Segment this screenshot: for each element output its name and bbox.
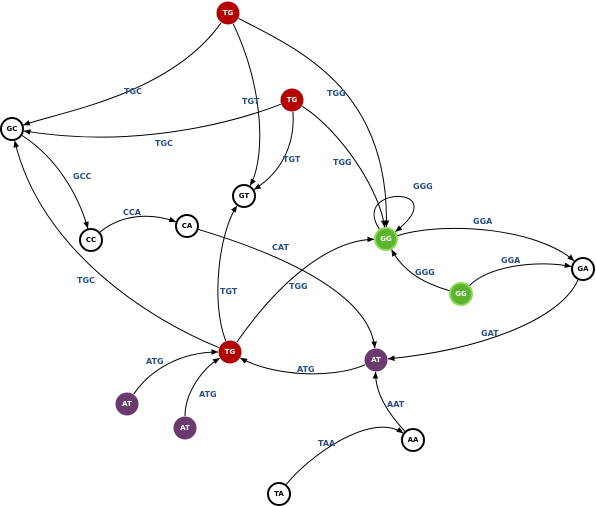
- edge-label-atg: ATG: [297, 365, 315, 374]
- edge-label-tgc: TGC: [124, 87, 142, 96]
- edge-label-gcc: GCC: [73, 172, 91, 181]
- node-ga[interactable]: GA: [571, 257, 595, 281]
- node-label: TA: [274, 490, 284, 498]
- edge-gg-main-to-ga: [397, 227, 575, 262]
- node-label: TG: [287, 96, 298, 104]
- node-ta[interactable]: TA: [267, 482, 291, 506]
- edge-ta-to-aa: [285, 426, 404, 485]
- node-label: TG: [223, 9, 234, 17]
- edge-label-tgg: TGG: [333, 158, 352, 167]
- edge-gg-right-to-gg-main: [391, 249, 450, 292]
- node-circle: [267, 482, 291, 506]
- node-label: AT: [180, 424, 190, 432]
- edge-at-bot-to-tg-low: [184, 357, 221, 417]
- node-circle: [364, 348, 388, 372]
- node-label: AT: [371, 356, 381, 364]
- node-tg-mid[interactable]: TG: [280, 88, 304, 112]
- node-tg-top[interactable]: TG: [216, 1, 240, 25]
- edge-label-atg: ATG: [199, 390, 217, 399]
- node-cc[interactable]: CC: [79, 228, 103, 252]
- node-circle: [374, 227, 398, 251]
- edge-tg-top-to-gg-main: [238, 18, 390, 228]
- edge-tg-mid-to-gg-main: [301, 105, 387, 228]
- node-label: GA: [577, 265, 589, 273]
- edge-label-atg: ATG: [146, 357, 164, 366]
- node-gg-main[interactable]: GG: [374, 227, 398, 251]
- edge-label-tgt: TGT: [283, 155, 301, 164]
- edge-label-gat: GAT: [481, 329, 499, 338]
- edge-label-tgg: TGG: [289, 282, 308, 291]
- node-circle: [115, 392, 139, 416]
- edge-label-tgc: TGC: [77, 276, 95, 285]
- node-ca[interactable]: CA: [175, 214, 199, 238]
- edge-aa-to-at-mid: [372, 371, 406, 432]
- node-label: TG: [225, 348, 236, 356]
- node-circle: [232, 184, 256, 208]
- edge-gg-right-to-ga: [469, 262, 572, 286]
- node-at-left[interactable]: AT: [115, 392, 139, 416]
- node-label: GG: [455, 290, 467, 298]
- node-label: GC: [7, 125, 18, 133]
- node-at-bot[interactable]: AT: [173, 416, 197, 440]
- edge-tg-mid-to-gt: [253, 111, 294, 190]
- edge-at-mid-to-tg-low: [240, 357, 366, 375]
- edge-label-gga: GGA: [501, 256, 521, 265]
- edge-tg-top-to-gc: [22, 22, 222, 126]
- node-tg-low[interactable]: TG: [218, 340, 242, 364]
- edge-at-left-to-tg-low: [133, 349, 219, 395]
- edge-ga-to-at-mid: [387, 279, 579, 362]
- edge-tg-low-to-gt: [217, 205, 238, 341]
- node-circle: [218, 340, 242, 364]
- edge-label-tgt: TGT: [220, 287, 238, 296]
- node-at-mid[interactable]: AT: [364, 348, 388, 372]
- node-circle: [401, 428, 425, 452]
- edge-ca-to-at-mid: [198, 228, 377, 349]
- node-circle: [79, 228, 103, 252]
- node-circle: [280, 88, 304, 112]
- node-gt[interactable]: GT: [232, 184, 256, 208]
- node-label: GG: [380, 235, 392, 243]
- edge-label-cca: CCA: [123, 208, 142, 217]
- edge-label-tgg: TGG: [327, 89, 346, 98]
- node-aa[interactable]: AA: [401, 428, 425, 452]
- node-circle: [571, 257, 595, 281]
- edge-tg-low-to-gg-main: [236, 236, 375, 343]
- node-circle: [175, 214, 199, 238]
- edge-label-tgt: TGT: [242, 97, 260, 106]
- edge-label-tgc: TGC: [155, 139, 173, 148]
- node-label: CA: [182, 222, 193, 230]
- edge-label-ggg: GGG: [415, 268, 435, 277]
- edge-cc-to-ca: [99, 215, 177, 233]
- edge-tg-mid-to-gc: [23, 103, 281, 138]
- edge-label-taa: TAA: [318, 439, 336, 448]
- node-gc[interactable]: GC: [0, 117, 24, 141]
- edge-label-gga: GGA: [473, 217, 493, 226]
- edge-tg-top-to-gt: [232, 23, 261, 186]
- edge-label-cat: CAT: [272, 243, 289, 252]
- edge-label-ggg: GGG: [413, 182, 433, 191]
- node-circle: [0, 117, 24, 141]
- node-circle: [449, 282, 473, 306]
- edge-tg-low-to-gc: [13, 140, 220, 349]
- edge-label-aat: AAT: [387, 400, 405, 409]
- node-label: CC: [86, 236, 96, 244]
- node-gg-right[interactable]: GG: [449, 282, 473, 306]
- node-label: AA: [408, 436, 419, 444]
- edge-gc-to-cc: [21, 135, 89, 229]
- node-circle: [216, 1, 240, 25]
- edge-gg-main-to-gg-main: [373, 195, 415, 232]
- node-label: GT: [239, 192, 250, 200]
- node-circle: [173, 416, 197, 440]
- node-label: AT: [122, 400, 132, 408]
